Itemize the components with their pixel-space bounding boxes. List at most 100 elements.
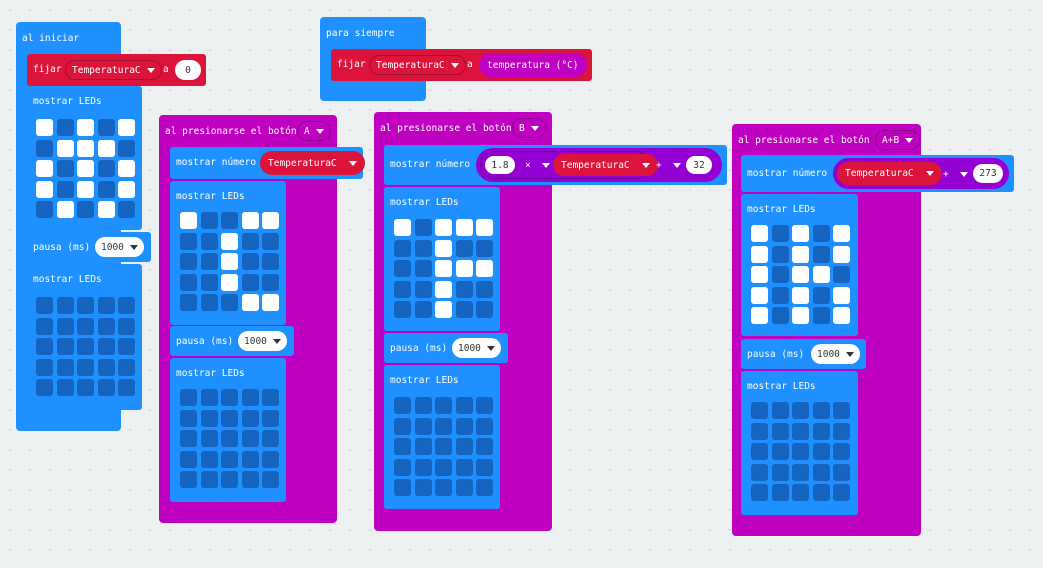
led-cell-off[interactable] [97,338,115,355]
led-cell-on[interactable] [56,139,74,157]
led-cell-off[interactable] [476,280,493,298]
led-cell-off[interactable] [118,139,135,157]
led-cell-off[interactable] [56,317,74,335]
led-cell-off[interactable] [771,307,789,324]
pause-block[interactable]: pausa (ms) 1000 [170,326,294,356]
led-cell-on[interactable] [751,245,768,263]
led-cell-off[interactable] [180,450,197,468]
led-cell-on[interactable] [435,219,452,236]
led-cell-on[interactable] [180,212,197,229]
led-cell-off[interactable] [476,438,493,455]
led-cell-off[interactable] [77,379,94,396]
factor-input[interactable]: 1.8 [485,156,515,174]
led-cell-on[interactable] [221,273,238,291]
led-cell-on[interactable] [221,253,238,270]
led-cell-on[interactable] [476,260,493,277]
led-grid[interactable] [180,212,279,311]
led-cell-off[interactable] [833,443,850,460]
led-cell-off[interactable] [792,422,809,440]
led-cell-off[interactable] [221,389,238,406]
show-leds-block[interactable]: mostrar LEDs [170,181,286,325]
led-cell-off[interactable] [118,297,135,314]
led-cell-off[interactable] [833,402,850,419]
led-cell-off[interactable] [476,458,493,476]
led-cell-off[interactable] [751,443,768,460]
led-cell-off[interactable] [476,397,493,414]
led-cell-on[interactable] [792,266,809,283]
led-cell-off[interactable] [812,225,830,242]
value-input[interactable]: 0 [175,60,201,80]
led-cell-off[interactable] [812,286,830,304]
led-cell-off[interactable] [394,239,411,257]
led-cell-off[interactable] [36,379,53,396]
led-cell-on[interactable] [435,239,452,257]
led-cell-off[interactable] [414,417,432,435]
led-cell-off[interactable] [771,402,789,419]
led-cell-off[interactable] [180,389,197,406]
button-dropdown[interactable]: A [297,121,331,141]
led-cell-off[interactable] [812,402,830,419]
show-number-block[interactable]: mostrar número TemperaturaC [170,147,365,179]
led-cell-off[interactable] [476,417,493,435]
led-cell-off[interactable] [180,409,197,427]
led-cell-off[interactable] [455,397,473,414]
led-cell-off[interactable] [97,160,115,177]
led-cell-off[interactable] [200,389,218,406]
led-cell-on[interactable] [394,219,411,236]
led-cell-off[interactable] [221,294,238,311]
led-cell-off[interactable] [241,273,259,291]
led-cell-off[interactable] [56,358,74,376]
led-cell-off[interactable] [241,389,259,406]
led-cell-on[interactable] [792,307,809,324]
pause-dropdown[interactable]: 1000 [95,237,144,257]
led-cell-off[interactable] [792,402,809,419]
show-leds-block[interactable]: mostrar LEDs [27,86,142,230]
led-cell-off[interactable] [394,280,411,298]
led-cell-on[interactable] [792,225,809,242]
led-cell-off[interactable] [394,438,411,455]
led-cell-on[interactable] [97,201,115,218]
led-cell-off[interactable] [414,219,432,236]
led-cell-off[interactable] [394,397,411,414]
led-cell-off[interactable] [97,317,115,335]
led-cell-off[interactable] [36,338,53,355]
pause-dropdown[interactable]: 1000 [452,338,501,358]
led-cell-off[interactable] [833,484,850,501]
led-cell-off[interactable] [414,397,432,414]
led-cell-on[interactable] [262,212,279,229]
led-cell-off[interactable] [455,239,473,257]
led-cell-off[interactable] [455,479,473,496]
led-cell-off[interactable] [200,450,218,468]
led-cell-off[interactable] [200,212,218,229]
led-cell-off[interactable] [221,212,238,229]
led-cell-off[interactable] [36,317,53,335]
led-cell-off[interactable] [180,253,197,270]
led-cell-off[interactable] [56,379,74,396]
led-cell-off[interactable] [435,438,452,455]
led-cell-off[interactable] [77,358,94,376]
led-cell-off[interactable] [241,430,259,447]
led-cell-off[interactable] [455,301,473,318]
variable-reporter[interactable]: TemperaturaC [260,151,365,175]
temperature-sensor-block[interactable]: temperatura (°C) [479,53,587,77]
led-cell-off[interactable] [833,422,850,440]
led-cell-off[interactable] [118,358,135,376]
led-cell-off[interactable] [771,266,789,283]
led-cell-on[interactable] [36,180,53,198]
led-cell-on[interactable] [118,160,135,177]
led-cell-off[interactable] [221,471,238,488]
led-cell-off[interactable] [414,280,432,298]
led-cell-off[interactable] [394,479,411,496]
led-cell-off[interactable] [771,225,789,242]
show-leds-block[interactable]: mostrar LEDs [170,358,286,502]
led-cell-on[interactable] [751,266,768,283]
add-operator-block[interactable]: 1.8 × TemperaturaC + 32 [476,148,722,182]
led-cell-off[interactable] [241,471,259,488]
led-cell-off[interactable] [751,463,768,481]
pause-dropdown[interactable]: 1000 [811,344,860,364]
led-cell-off[interactable] [262,273,279,291]
led-cell-off[interactable] [414,479,432,496]
led-cell-off[interactable] [833,266,850,283]
led-grid[interactable] [36,297,135,396]
led-cell-off[interactable] [221,409,238,427]
